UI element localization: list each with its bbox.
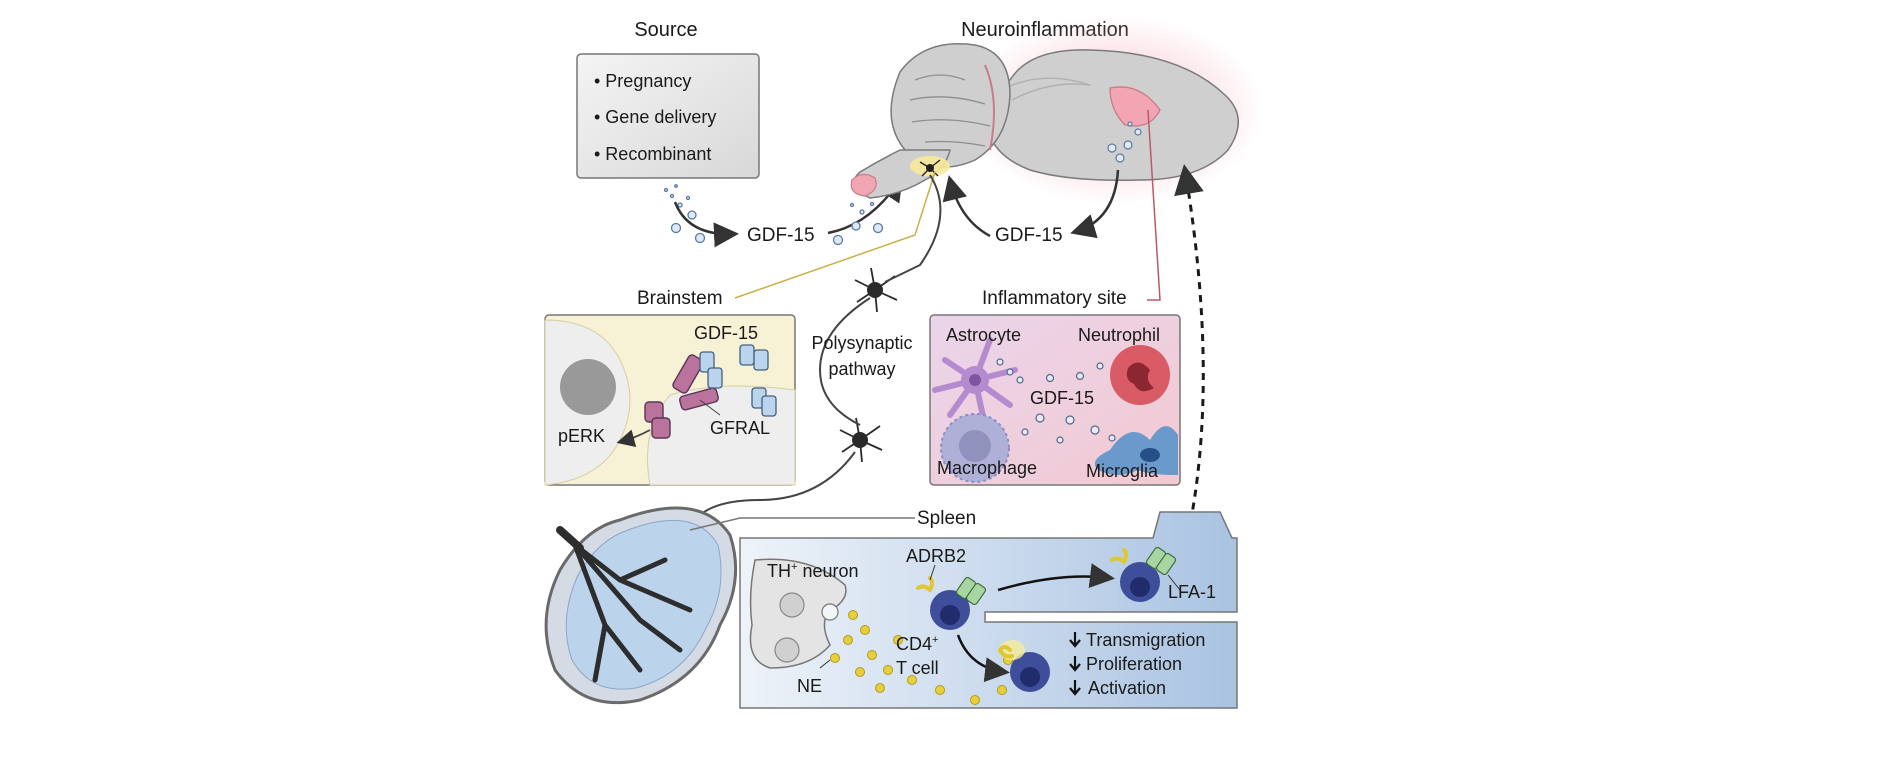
brainstem-connector [734,171,936,299]
microglia-label: Microglia [1086,461,1159,481]
tcell-label: T cell [896,658,939,678]
neuron-axon-middle [818,297,871,426]
brainstem-box: GDF-15 GFRAL pERK [544,314,796,486]
source-to-gdf15-arrow [673,201,739,248]
gfral-label: GFRAL [710,418,770,438]
source-item-gene-delivery: • Gene delivery [594,107,716,127]
inflammation-connector [1147,109,1161,301]
brain-illustration [850,15,1265,205]
gdf15-particles-mid [832,201,884,246]
polysynaptic-neurons [839,267,898,463]
inflammatory-site-title: Inflammatory site [982,288,1127,309]
source-box: • Pregnancy • Gene delivery • Recombinan… [576,53,760,179]
astrocyte-label: Astrocyte [946,325,1021,345]
inflammatory-gdf15-label: GDF-15 [1030,388,1094,408]
inflammatory-site-box: Astrocyte Neutrophil GDF-15 Macrophage M… [929,314,1181,486]
polysynaptic-label-line1: Polysynaptic [811,333,912,353]
gdf15-to-brainstem-arrow-right [942,175,991,238]
ne-label: NE [797,676,822,696]
source-item-recombinant: • Recombinant [594,144,711,164]
spleen-illustration [544,506,738,705]
th-neuron-label: TH+ neuron [767,561,859,581]
neutrophil-label: Neutrophil [1078,325,1160,345]
inflamed-region [1109,86,1161,127]
effect-activation: Activation [1088,678,1166,698]
lfa1-label: LFA-1 [1168,582,1216,602]
neuron-axon-upper [884,174,942,283]
gdf15-label-right: GDF-15 [995,225,1063,246]
perk-label: pERK [558,426,605,446]
effects-list: Transmigration Proliferation Activation [1069,630,1205,698]
spleen-detail-box: TH+ neuron ADRB2 CD4+ T cell NE LFA-1 Tr… [739,511,1238,709]
adrb2-label: ADRB2 [906,546,966,566]
spleen-connector [689,517,915,531]
spleen-title: Spleen [917,508,976,529]
gdf15-label-left: GDF-15 [747,225,815,246]
cd4-label: CD4+ [896,634,938,654]
effect-transmigration: Transmigration [1086,630,1205,650]
brain-to-gdf15-arrow [1070,169,1120,239]
tcell-migration-dashed-arrow [1174,164,1205,536]
source-heading: Source [634,19,697,41]
source-item-pregnancy: • Pregnancy [594,71,691,91]
effect-proliferation: Proliferation [1086,654,1182,674]
macrophage-label: Macrophage [937,458,1037,478]
brainstem-title: Brainstem [637,288,723,309]
polysynaptic-label-line2: pathway [828,359,895,379]
brainstem-gdf15-label: GDF-15 [694,323,758,343]
gdf15-particles-left [663,184,706,244]
